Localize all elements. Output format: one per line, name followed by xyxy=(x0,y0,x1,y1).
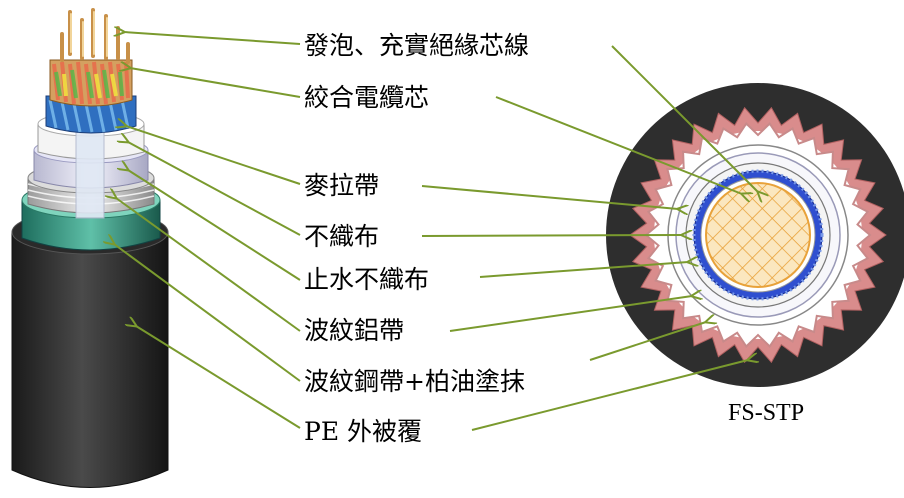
label-water-blocking-nonwoven: 止水不織布 xyxy=(304,265,429,294)
label-pe-jacket: PE 外被覆 xyxy=(304,417,422,446)
label-mylar-tape: 麥拉帶 xyxy=(304,171,379,200)
label-foam-solid-insulated-core: 發泡、充實絕緣芯線 xyxy=(304,31,529,60)
label-nonwoven: 不織布 xyxy=(304,222,379,251)
layer-labels: 發泡、充實絕緣芯線 絞合電纜芯 麥拉帶 不織布 止水不織布 波紋鋁帶 波紋鋼帶+… xyxy=(304,31,804,446)
label-corrugated-aluminium-tape: 波紋鋁帶 xyxy=(304,316,404,345)
leader-lines xyxy=(114,32,758,431)
pe-jacket-shape xyxy=(11,231,169,488)
cross-core xyxy=(705,182,811,288)
label-stranded-cable-core: 絞合電纜芯 xyxy=(304,83,429,112)
label-corrugated-steel-tape: 波紋鋼帶+柏油塗抹 xyxy=(304,367,525,396)
cable-cutaway-illustration xyxy=(11,8,169,488)
cross-section-caption: FS-STP xyxy=(728,400,804,426)
conductor-bundle xyxy=(49,59,133,107)
